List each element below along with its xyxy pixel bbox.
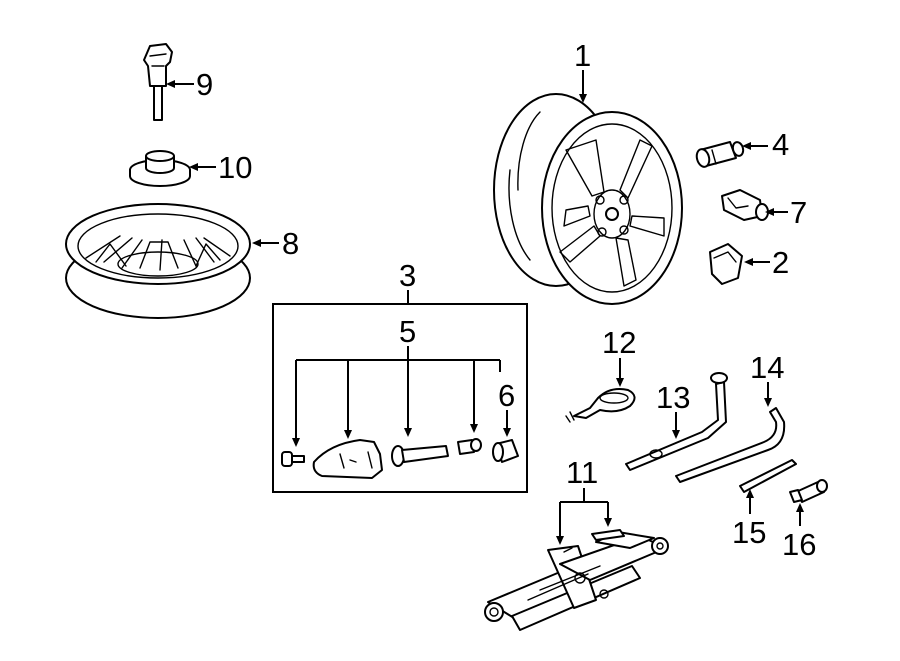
part-11-scissor-jack	[484, 529, 669, 631]
callout-1: 1	[574, 38, 591, 103]
part-4-lug-nut	[695, 141, 745, 168]
callout-13: 13	[656, 380, 690, 439]
callout-label-12: 12	[602, 325, 636, 360]
callout-8: 8	[252, 226, 299, 261]
callout-label-5: 5	[399, 314, 416, 349]
callout-label-4: 4	[772, 127, 789, 162]
part-9-valve-stem	[143, 43, 173, 121]
callout-label-14: 14	[750, 350, 784, 385]
callout-14: 14	[750, 350, 784, 407]
callout-label-8: 8	[282, 226, 299, 261]
callout-2: 2	[744, 245, 789, 280]
callout-label-13: 13	[656, 380, 690, 415]
part-16-bolt	[789, 479, 828, 503]
callout-label-6: 6	[498, 378, 515, 413]
callout-9: 9	[166, 67, 213, 102]
callout-16: 16	[782, 503, 816, 562]
callout-label-9: 9	[196, 67, 213, 102]
part-1-alloy-wheel	[493, 93, 683, 305]
tpms-parts	[281, 438, 519, 479]
part-3-sensor-kit-box	[272, 303, 528, 493]
callout-12: 12	[602, 325, 636, 387]
callout-label-1: 1	[574, 38, 591, 73]
part-10-hold-down-nut	[129, 150, 191, 187]
callout-3: 3	[399, 258, 416, 304]
part-14-jack-handle	[675, 407, 786, 483]
callout-label-2: 2	[772, 245, 789, 280]
part-12-tow-hook	[565, 388, 636, 423]
callout-label-10: 10	[218, 150, 252, 185]
callout-6: 6	[498, 378, 515, 437]
part-15-bracket	[739, 459, 797, 493]
part-13-lug-wrench	[625, 372, 728, 471]
callout-label-3: 3	[399, 258, 416, 293]
callout-11: 11	[556, 455, 612, 545]
part-8-spare-wheel	[65, 203, 251, 319]
callout-10: 10	[189, 150, 252, 185]
part-7-wheel-lock	[721, 189, 769, 221]
callout-4: 4	[742, 127, 789, 162]
callout-7: 7	[765, 195, 807, 230]
callout-label-16: 16	[782, 527, 816, 562]
callout-5: 5	[292, 314, 501, 447]
callout-label-15: 15	[732, 515, 766, 550]
callout-label-7: 7	[790, 195, 807, 230]
callout-label-11: 11	[566, 455, 598, 490]
callout-15: 15	[732, 489, 766, 550]
part-2-cap	[709, 243, 743, 285]
